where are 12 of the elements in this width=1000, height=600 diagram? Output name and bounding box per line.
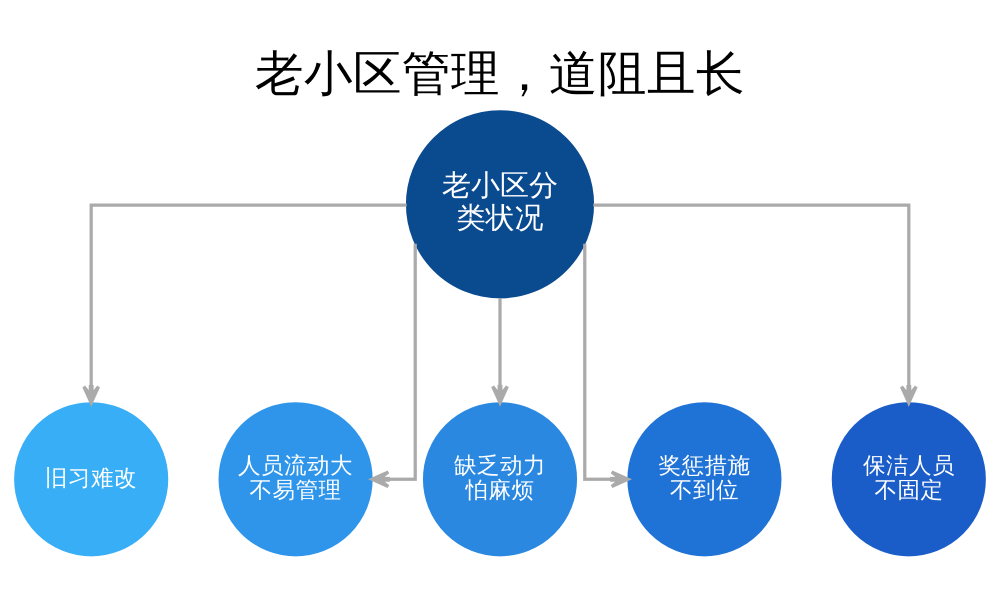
node-circle: 老小区分类状况 xyxy=(406,110,594,298)
diagram-title: 老小区管理，道阻且长 xyxy=(255,46,745,102)
arrow xyxy=(82,203,407,404)
node-circle: 缺乏动力怕麻烦 xyxy=(422,402,578,556)
arrow xyxy=(370,244,417,488)
node-circle: 奖惩措施不到位 xyxy=(627,402,782,556)
arrow xyxy=(583,244,630,488)
node-circle: 人员流动大不易管理 xyxy=(218,402,373,556)
arrow xyxy=(491,298,509,404)
node-circle: 保洁人员不固定 xyxy=(832,402,986,556)
arrow xyxy=(593,203,918,404)
node-circle: 旧习难改 xyxy=(14,402,168,556)
